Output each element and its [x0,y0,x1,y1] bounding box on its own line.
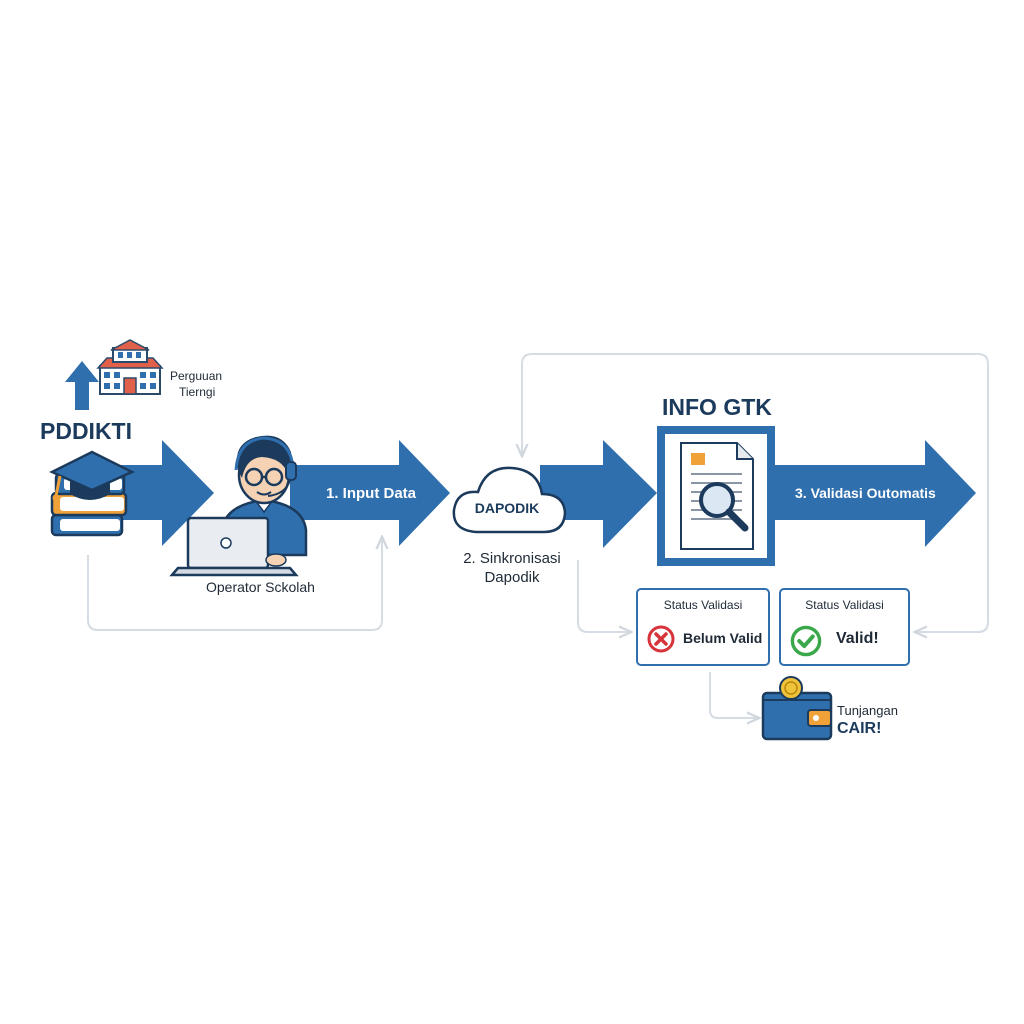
dapodik-label: DAPODIK [474,500,540,516]
laptop-icon [169,516,299,577]
pddikti-title: PDDIKTI [40,418,132,444]
building-icon [96,339,164,395]
status-card-invalid: Status Validasi Belum Valid [636,588,770,666]
connector-status-wallet [709,672,758,718]
step-validasi-label: 3. Validasi Outomatis [795,485,936,501]
connector-loop-return [916,600,989,632]
status-card-title: Status Validasi [663,598,743,612]
institution-label-line1: Perguuan [170,369,223,383]
status-value: Valid! [836,630,879,647]
connector-dapodik-status [577,560,630,632]
up-arrow-icon [65,361,99,410]
institution-label-line2: Tierngi [179,385,216,399]
arrow-validasi [770,440,976,547]
flow-arrows [120,440,976,548]
sync-caption-line2: Dapodik [484,569,540,586]
payout-status: CAIR! [837,720,882,737]
connector-lines [87,353,989,718]
coin-icon [779,676,803,700]
check-circle-icon [790,625,822,657]
document-magnifier-icon [657,426,775,566]
status-value: Belum Valid [683,630,763,646]
x-circle-icon [647,625,675,653]
arrow-dapodik [540,440,657,548]
payout-label: Tunjangan [837,703,898,718]
arrow-input-data [290,440,450,546]
sync-caption: 2. Sinkronisasi Dapodik [452,549,572,587]
operator-label: Operator Sckolah [206,579,315,595]
status-card-valid: Status Validasi Valid! [779,588,910,666]
sync-caption-line1: 2. Sinkronisasi [463,550,561,567]
wallet-icon [761,691,833,741]
info-gtk-title: INFO GTK [662,394,772,420]
connector-pddikti-operator [87,538,382,631]
step-input-data-label: 1. Input Data [326,485,417,502]
cloud-icon [452,466,567,534]
institution-label: Perguuan Tierngi [170,368,222,400]
arrow-pddikti [120,440,214,546]
status-card-title: Status Validasi [805,598,884,612]
graduation-cap-icon [49,450,135,502]
